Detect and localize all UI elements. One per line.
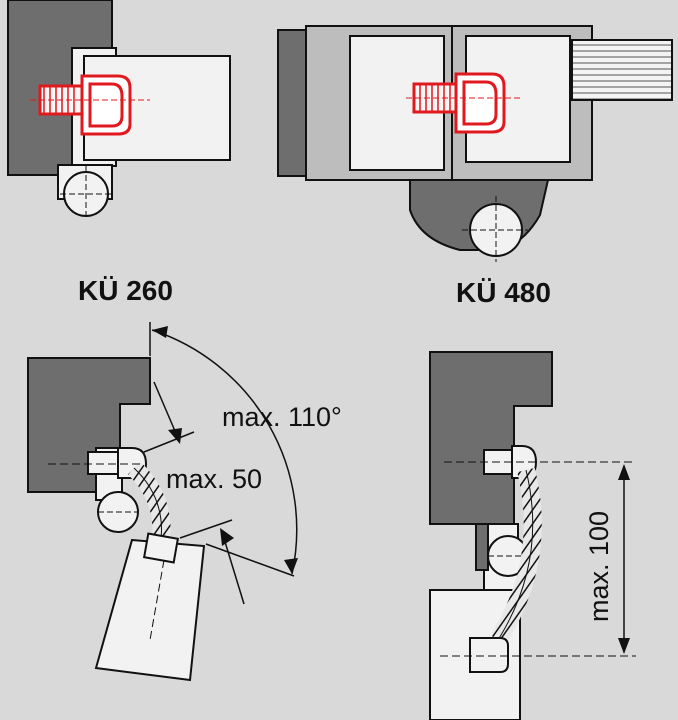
- ku260-title: KÜ 260: [78, 275, 173, 306]
- open-angle-drawing: max. 110° max. 50: [27, 322, 342, 682]
- ku260-drawing: [7, 0, 231, 220]
- max-gap-label: max. 50: [166, 464, 262, 494]
- gap-arrow-upper: [168, 428, 182, 444]
- angle-arrow-bottom: [284, 558, 298, 574]
- height-connector-bottom: [469, 637, 509, 673]
- height-drawing: max. 100: [429, 351, 636, 720]
- ku480-hinge-circle: [469, 203, 523, 257]
- gap-arrow-lower: [220, 528, 234, 546]
- ku480-drawing: [277, 25, 673, 262]
- height-wall: [429, 351, 553, 525]
- gap-leader-upper: [153, 381, 179, 439]
- height-arrow-top: [618, 464, 630, 480]
- max-angle-label: max. 110°: [222, 402, 342, 432]
- gap-ext-lower: [179, 519, 233, 539]
- height-gasket: [475, 523, 489, 571]
- ku260-red-connector: [30, 74, 150, 136]
- angle-arc: [151, 329, 298, 575]
- ku480-glass-panel: [571, 39, 673, 101]
- height-arrow-bottom: [618, 638, 630, 654]
- gap-leader-lower: [221, 531, 245, 605]
- height-cable-outline: [497, 469, 534, 641]
- angle-arrow-top: [152, 326, 168, 338]
- ku480-title: KÜ 480: [456, 277, 551, 308]
- angle-extension-door: [205, 543, 295, 577]
- open-connector-frame-end: [87, 451, 119, 475]
- open-connector-door-end: [142, 532, 180, 564]
- max-height-label: max. 100: [584, 511, 614, 622]
- open-door-leaf: [94, 538, 206, 682]
- ku480-red-connector: [406, 72, 522, 134]
- gap-ext-upper: [143, 431, 195, 453]
- open-door-axis: [149, 559, 165, 641]
